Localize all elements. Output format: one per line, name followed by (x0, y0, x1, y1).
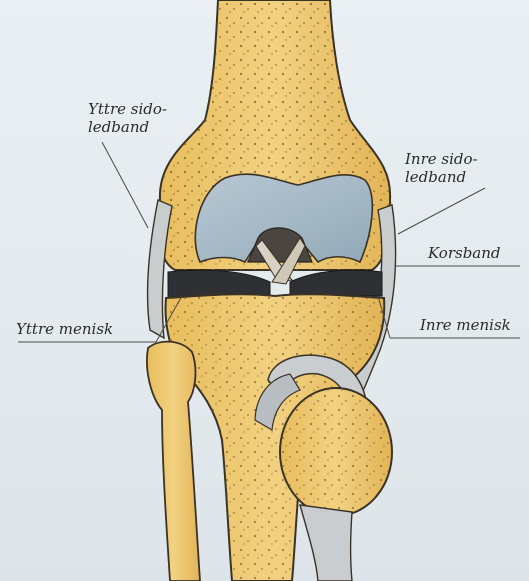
fibula (147, 342, 200, 581)
label-yttre-sidoledband: Yttre sido- ledband (88, 100, 167, 136)
label-inre-sidoledband: Inre sido- ledband (405, 150, 478, 186)
medial-meniscus (290, 270, 382, 296)
label-korsband: Korsband (428, 244, 501, 262)
label-inre-menisk: Inre menisk (420, 316, 511, 334)
label-yttre-sidoledband-line2: ledband (88, 118, 167, 136)
label-yttre-menisk: Yttre menisk (16, 320, 113, 338)
label-yttre-sidoledband-line1: Yttre sido- (88, 100, 167, 118)
label-inre-sidoledband-line2: ledband (405, 168, 478, 186)
label-inre-sidoledband-line1: Inre sido- (405, 150, 478, 168)
